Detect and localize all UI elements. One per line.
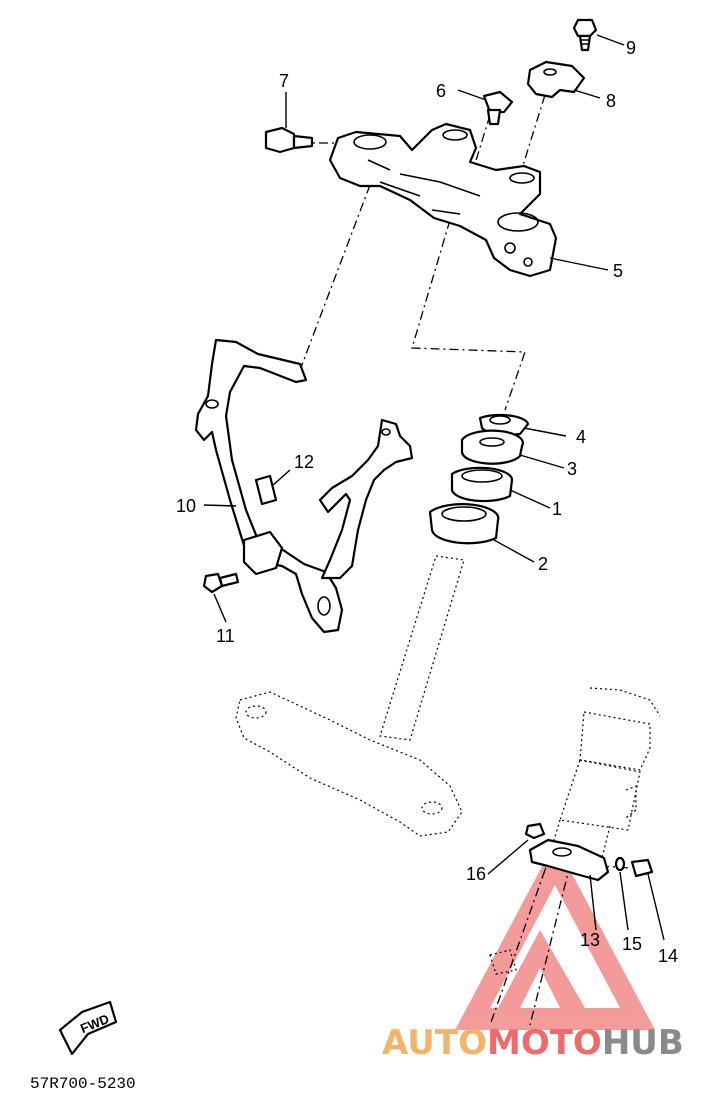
grommet-12 [254, 474, 278, 506]
callout-10: 10 [176, 496, 196, 516]
callout-14: 14 [658, 946, 678, 966]
callout-1: 1 [552, 499, 562, 519]
bolt-11 [202, 572, 240, 594]
bearing-1 [450, 466, 514, 503]
callout-6: 6 [436, 81, 446, 101]
nut-16 [524, 822, 546, 840]
bolt-7 [264, 126, 314, 154]
bolt-9 [572, 18, 598, 52]
fwd-arrow: FWD [58, 1000, 118, 1056]
callout-12: 12 [294, 452, 314, 472]
drawing-code: 57R700-5230 [30, 1075, 136, 1093]
front-fork-outline [489, 687, 661, 975]
callout-15: 15 [622, 934, 642, 954]
leader-lines [203, 34, 665, 941]
watermark-text: AUTOMOTOHUB [382, 1023, 684, 1063]
automotohub-logo [455, 842, 655, 1030]
callout-2: 2 [538, 554, 548, 574]
callout-labels: 1 2 3 4 5 6 7 8 9 10 11 12 13 14 15 16 [176, 38, 678, 966]
bolt-14 [630, 858, 654, 878]
callout-4: 4 [576, 427, 586, 447]
watermark-hub: HUB [602, 1023, 684, 1063]
upper-holder-8 [526, 60, 586, 99]
watermark-moto: MOTO [487, 1023, 602, 1063]
bearing-2 [428, 503, 500, 545]
callout-8: 8 [606, 91, 616, 111]
upper-bracket-5 [328, 122, 558, 278]
callout-11: 11 [216, 626, 235, 646]
washer-3 [460, 429, 524, 465]
watermark-auto: AUTO [382, 1023, 487, 1063]
steering-stem-outline [235, 555, 465, 837]
washer-15 [614, 856, 626, 872]
callout-3: 3 [567, 459, 577, 479]
callout-13: 13 [580, 930, 600, 950]
svg-text:AUTOMOTOHUB: AUTOMOTOHUB [382, 1023, 684, 1063]
bolt-6 [482, 90, 514, 126]
callout-16: 16 [466, 864, 486, 884]
headlight-stay-10 [194, 338, 414, 634]
stay-collar [242, 530, 284, 576]
callout-7: 7 [279, 71, 289, 91]
callout-9: 9 [626, 38, 636, 58]
callout-5: 5 [613, 261, 623, 281]
clamp-13 [528, 838, 610, 882]
